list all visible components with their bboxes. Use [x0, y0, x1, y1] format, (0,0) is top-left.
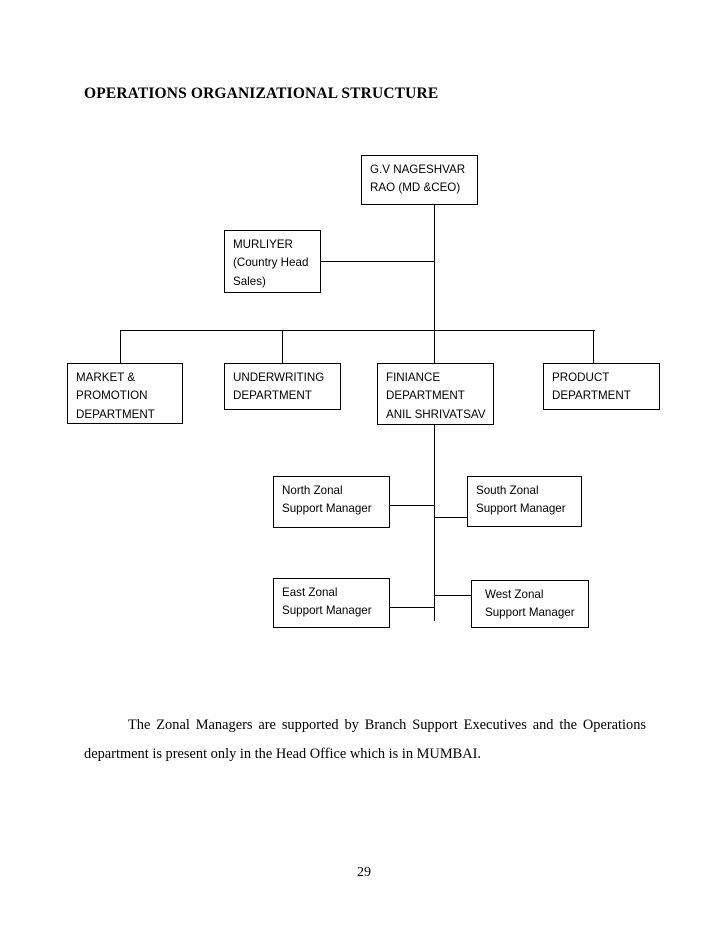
connector-drop-finiance: [434, 330, 436, 363]
node-country-head-sales-line-2: (Country Head: [233, 256, 309, 270]
connector-stub-north: [389, 505, 435, 507]
connector-drop-product: [593, 330, 595, 363]
node-west-zonal-support-manager-line-1: West Zonal: [485, 588, 544, 601]
node-south-zonal-support-manager[interactable]: South Zonal Support Manager: [467, 476, 582, 527]
node-north-zonal-support-manager-line-2: Support Manager: [282, 502, 372, 516]
connector-drop-market: [120, 330, 122, 363]
node-product-department[interactable]: PRODUCT DEPARTMENT: [543, 363, 660, 410]
node-north-zonal-support-manager-line-1: North Zonal: [282, 484, 343, 497]
node-south-zonal-support-manager-line-2: Support Manager: [476, 502, 566, 516]
node-market-promotion-department[interactable]: MARKET & PROMOTION DEPARTMENT: [67, 363, 183, 424]
node-ceo-line-2: RAO (MD &CEO): [370, 181, 461, 195]
node-country-head-sales-line-3: Sales): [233, 274, 266, 288]
node-east-zonal-support-manager[interactable]: East Zonal Support Manager: [273, 578, 390, 628]
connector-stub-east: [389, 607, 435, 609]
node-country-head-sales-line-1: MURLIYER: [233, 238, 293, 251]
org-chart: G.V NAGESHVAR RAO (MD &CEO) MURLIYER (Co…: [67, 155, 660, 628]
node-south-zonal-support-manager-line-1: South Zonal: [476, 484, 539, 497]
node-market-promotion-department-line-1: MARKET &: [76, 371, 136, 384]
node-country-head-sales[interactable]: MURLIYER (Country Head Sales): [224, 230, 321, 293]
connector-stub-west: [434, 595, 472, 597]
connector-department-bus: [120, 330, 595, 332]
page-title: OPERATIONS ORGANIZATIONAL STRUCTURE: [84, 85, 439, 102]
page-number: 29: [357, 865, 371, 880]
connector-ceo-spine: [434, 205, 436, 331]
node-underwriting-department-line-1: UNDERWRITING: [233, 371, 325, 384]
node-underwriting-department-line-2: DEPARTMENT: [233, 389, 312, 403]
node-market-promotion-department-line-2: PROMOTION: [76, 389, 148, 403]
node-east-zonal-support-manager-line-1: East Zonal: [282, 586, 338, 599]
body-paragraph: The Zonal Managers are supported by Bran…: [84, 717, 646, 762]
node-finiance-department-line-1: FINIANCE: [386, 371, 441, 384]
node-finiance-department-line-3: ANIL SHRIVATSAV: [386, 407, 486, 421]
node-market-promotion-department-line-3: DEPARTMENT: [76, 407, 155, 421]
node-product-department-line-1: PRODUCT: [552, 371, 610, 384]
node-finiance-department-line-2: DEPARTMENT: [386, 389, 465, 403]
node-west-zonal-support-manager-line-2: Support Manager: [485, 606, 575, 620]
node-east-zonal-support-manager-line-2: Support Manager: [282, 604, 372, 618]
connector-drop-underwriting: [282, 330, 284, 363]
connector-stub-south: [434, 517, 468, 519]
node-underwriting-department[interactable]: UNDERWRITING DEPARTMENT: [224, 363, 341, 410]
node-ceo[interactable]: G.V NAGESHVAR RAO (MD &CEO): [361, 155, 478, 205]
connector-zonal-spine: [434, 425, 436, 621]
node-ceo-line-1: G.V NAGESHVAR: [370, 163, 466, 176]
node-product-department-line-2: DEPARTMENT: [552, 389, 631, 403]
node-north-zonal-support-manager[interactable]: North Zonal Support Manager: [273, 476, 390, 528]
node-finiance-department[interactable]: FINIANCE DEPARTMENT ANIL SHRIVATSAV: [377, 363, 494, 425]
node-west-zonal-support-manager[interactable]: West Zonal Support Manager: [471, 580, 589, 628]
connector-country-head-stub: [320, 261, 435, 263]
